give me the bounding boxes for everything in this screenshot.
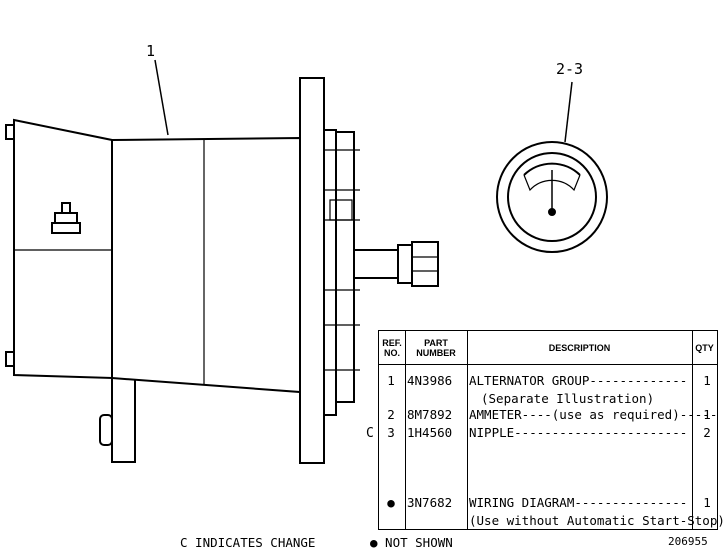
callout-1: 1	[146, 42, 156, 60]
table-row: 1 4N3986 ALTERNATOR GROUP------------- 1	[387, 373, 711, 388]
table-row: 3 1H4560 NIPPLE----------------------- 2	[387, 425, 711, 440]
header-part-number: PART NUMBER	[405, 331, 467, 365]
header-description: DESCRIPTION	[467, 331, 692, 365]
change-marker: C	[366, 426, 374, 441]
illustration-number: 206955	[668, 535, 708, 548]
callout-2-3: 2-3	[556, 60, 584, 78]
alternator-drawing	[5, 59, 439, 464]
terminal-stud-icon	[51, 202, 81, 234]
row-1-continuation: (Separate Illustration)	[481, 391, 655, 406]
row-4-continuation: (Use without Automatic Start-Stop)	[469, 513, 724, 528]
table-row: ● 3N7682 WIRING DIAGRAM--------------- 1	[387, 495, 711, 510]
change-note: C INDICATES CHANGE	[180, 535, 316, 550]
parts-table: REF. NO. PART NUMBER DESCRIPTION QTY 1 4…	[378, 330, 724, 530]
header-qty: QTY	[692, 331, 717, 365]
ammeter-drawing	[496, 81, 608, 253]
shaft-nut-icon	[411, 241, 439, 287]
table-row: 2 8M7892 AMMETER----(use as required)---…	[387, 407, 718, 422]
header-ref-no: REF. NO.	[379, 331, 405, 365]
not-shown-note: ● NOT SHOWN	[370, 535, 453, 550]
